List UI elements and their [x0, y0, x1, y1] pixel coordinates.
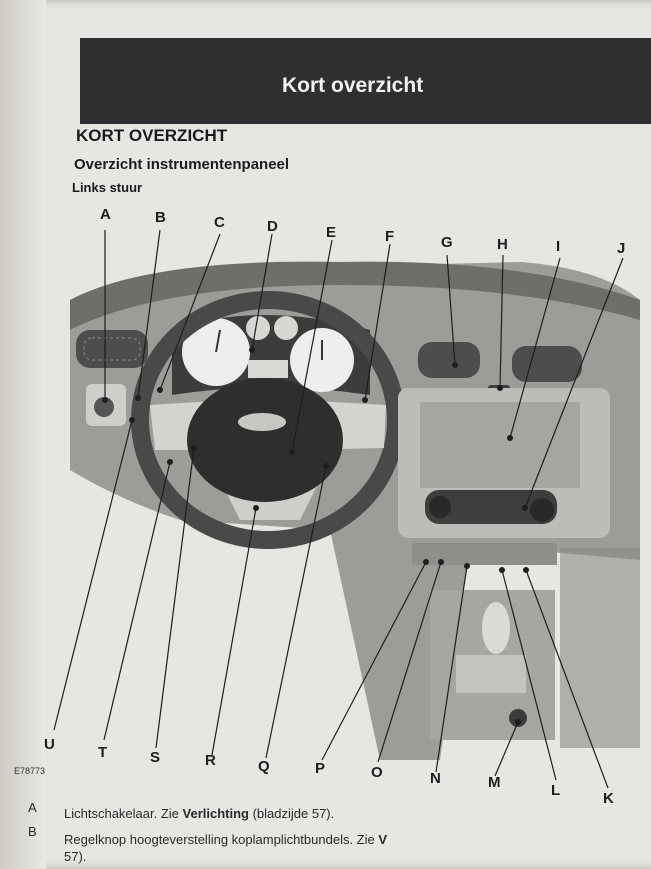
climate-right-knob	[530, 498, 554, 522]
callout-m: M	[488, 774, 501, 791]
callout-a: A	[100, 206, 111, 223]
switch-panel	[412, 543, 557, 565]
footnote-b-link[interactable]: V	[378, 832, 388, 847]
footnote-a-text: Lichtschakelaar. Zie	[64, 806, 183, 821]
footnote-a: Lichtschakelaar. Zie Verlichting (bladzi…	[64, 806, 334, 821]
callout-f: F	[385, 228, 395, 245]
footnote-b-continued: 57).	[64, 849, 87, 864]
chapter-banner	[80, 38, 651, 124]
callout-i: I	[556, 238, 561, 255]
callout-d: D	[267, 218, 278, 235]
footnote-a-link[interactable]: Verlichting	[182, 806, 249, 821]
callout-h: H	[497, 236, 508, 253]
callout-n: N	[430, 770, 441, 787]
steering-hub	[187, 378, 343, 502]
callout-s: S	[150, 749, 161, 766]
light-switch-knob	[94, 397, 114, 417]
callout-dots	[102, 347, 529, 725]
left-vent-slats	[83, 337, 141, 361]
section-heading: KORT OVERZICHT	[76, 126, 228, 145]
dashboard-top	[70, 261, 640, 330]
callout-e: E	[326, 224, 337, 241]
ford-logo	[238, 413, 286, 431]
footnote-b-text: Regelknop hoogteverstelling koplamplicht…	[64, 832, 379, 847]
audio-unit	[420, 402, 580, 488]
center-right-vent	[512, 346, 582, 382]
callout-r: R	[205, 752, 216, 769]
subsection-heading: Overzicht instrumentenpaneel	[74, 156, 290, 173]
callout-b: B	[155, 209, 166, 226]
callout-o: O	[371, 764, 383, 781]
callout-g: G	[441, 234, 453, 251]
callout-j: J	[617, 240, 626, 257]
callout-lines	[53, 229, 624, 789]
footnote-b: Regelknop hoogteverstelling koplamplicht…	[64, 832, 387, 847]
callout-k: K	[603, 790, 614, 807]
climate-controls	[425, 490, 557, 524]
steering-wheel-rim	[131, 291, 405, 549]
callout-u: U	[44, 736, 55, 753]
left-air-vent	[76, 330, 148, 368]
subtitle-heading: Links stuur	[72, 180, 143, 195]
footnote-a-page: (bladzijde 57).	[248, 806, 335, 821]
gear-indicator	[456, 655, 526, 693]
footnote-b-letter: B	[28, 824, 37, 839]
footnote-a-letter: A	[28, 800, 37, 815]
center-left-vent	[418, 342, 480, 378]
callout-p: P	[315, 760, 326, 777]
temp-gauge	[274, 316, 298, 340]
info-display	[248, 360, 288, 378]
right-side-console	[560, 548, 640, 748]
callout-t: T	[98, 744, 108, 761]
callout-l: L	[551, 782, 561, 799]
callout-c: C	[214, 214, 225, 231]
climate-left-knob	[429, 496, 451, 518]
callout-q: Q	[258, 758, 270, 775]
gear-lever	[482, 602, 510, 654]
power-socket	[509, 709, 527, 727]
fuel-gauge	[246, 316, 270, 340]
page-spine-edge	[0, 0, 46, 869]
tach-needle	[215, 329, 221, 353]
chapter-title: Kort overzicht	[282, 74, 424, 97]
figure-code: E78773	[14, 766, 46, 776]
